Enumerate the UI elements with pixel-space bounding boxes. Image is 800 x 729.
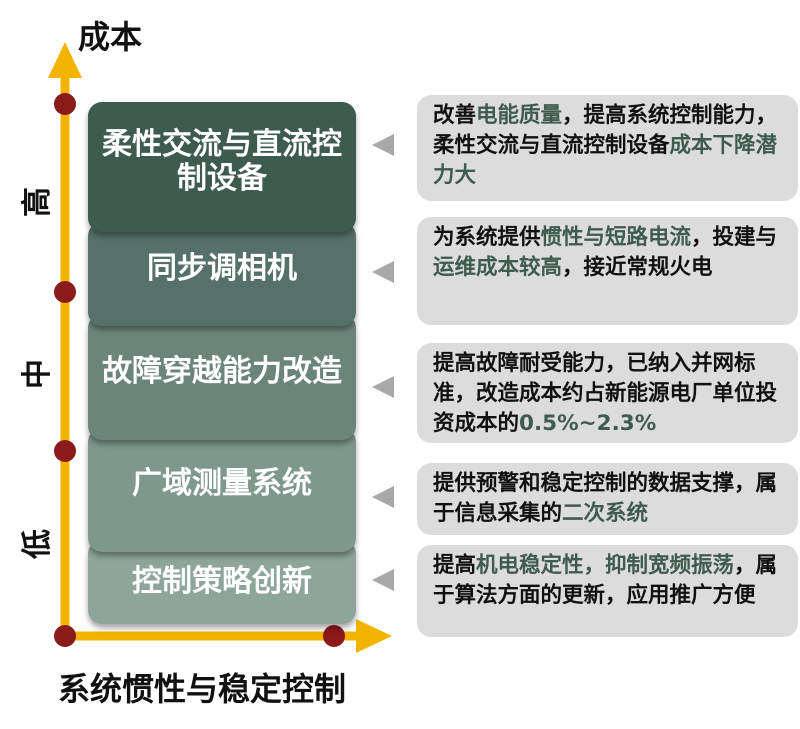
pointer-triangle-icon bbox=[372, 569, 394, 591]
y-axis-title: 成本 bbox=[78, 18, 143, 56]
description-text: 为系统提供 bbox=[433, 225, 541, 250]
level-low: 低 bbox=[20, 529, 55, 559]
x-axis-arrow-icon bbox=[356, 619, 392, 653]
highlight-text: 成本下降潜力大 bbox=[433, 133, 778, 188]
axis-dot bbox=[54, 440, 76, 462]
block-synchronous-condenser: 同步调相机 bbox=[88, 222, 356, 326]
y-axis-arrow-icon bbox=[48, 42, 82, 78]
pointer-triangle-icon bbox=[372, 376, 394, 398]
pointer-triangle-icon bbox=[372, 134, 394, 156]
pointer-triangle-icon bbox=[372, 261, 394, 283]
axis-dot bbox=[323, 625, 345, 647]
highlight-text: 电能质量 bbox=[476, 103, 563, 128]
callout-1: 为系统提供惯性与短路电流，投建与运维成本较高，接近常规火电 bbox=[417, 217, 798, 325]
callout-0: 改善电能质量，提高系统控制能力，柔性交流与直流控制设备成本下降潜力大 bbox=[417, 95, 798, 201]
description-text: ，接近常规火电 bbox=[562, 255, 713, 280]
description-text: ，提高系统控制能力，柔性交流与直流控制设备 bbox=[433, 103, 778, 158]
callout-2: 提高故障耐受能力，已纳入并网标准，改造成本约占新能源电厂单位投资成本的0.5%~… bbox=[417, 343, 798, 443]
description-text: ，属于算法方面的更新，应用推广方便 bbox=[433, 553, 778, 608]
axis-dot bbox=[54, 93, 76, 115]
block-control-strategy: 控制策略创新 bbox=[88, 540, 356, 624]
description-text: 提高故障耐受能力，已纳入并网标准，改造成本约占新能源电厂单位投资成本的 bbox=[433, 351, 778, 436]
description-text: 改善 bbox=[433, 103, 477, 128]
level-high: 高 bbox=[20, 187, 55, 217]
x-axis-title: 系统惯性与稳定控制 bbox=[58, 670, 347, 708]
block-wams: 广域测量系统 bbox=[88, 428, 356, 552]
callout-3: 提供预警和稳定控制的数据支撑，属于信息采集的二次系统 bbox=[417, 463, 798, 535]
block-facts-hvdc: 柔性交流与直流控制设备 bbox=[88, 102, 356, 232]
description-text: 提供预警和稳定控制的数据支撑，属于信息采集的 bbox=[433, 471, 778, 526]
highlight-text: 惯性与短路电流 bbox=[540, 225, 692, 250]
pointer-triangle-icon bbox=[372, 486, 394, 508]
axis-dot bbox=[54, 625, 76, 647]
highlight-text: 0.5%~2.3% bbox=[519, 411, 657, 436]
block-frt-retrofit: 故障穿越能力改造 bbox=[88, 314, 356, 440]
axis-dot bbox=[54, 281, 76, 303]
highlight-text: 运维成本较高 bbox=[433, 255, 563, 280]
description-text: ，投建与 bbox=[691, 225, 778, 250]
callout-4: 提高机电稳定性，抑制宽频振荡，属于算法方面的更新，应用推广方便 bbox=[417, 545, 798, 637]
level-mid: 中 bbox=[20, 359, 55, 389]
description-text: 提高 bbox=[433, 553, 477, 578]
highlight-text: 二次系统 bbox=[562, 501, 649, 526]
highlight-text: 机电稳定性，抑制宽频振荡 bbox=[476, 553, 735, 578]
